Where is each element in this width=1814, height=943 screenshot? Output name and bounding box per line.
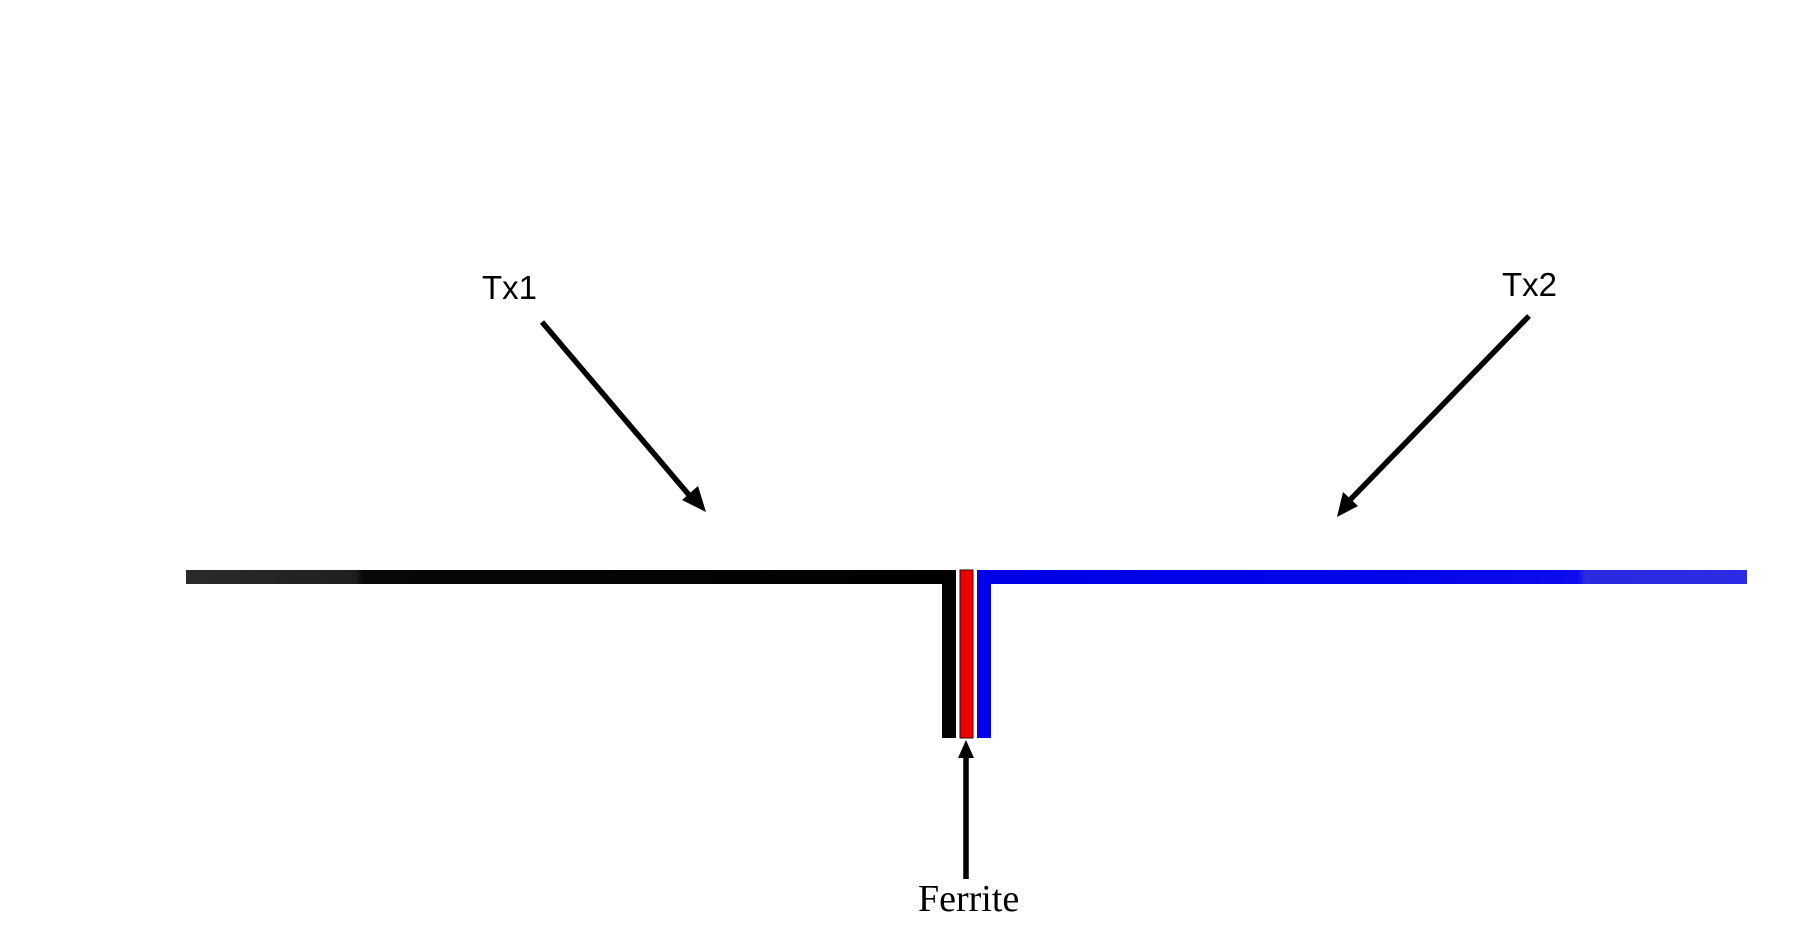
- tx1-conductor: [186, 570, 956, 738]
- ferrite-outline: [959, 569, 974, 739]
- ferrite-arrow: [958, 740, 974, 879]
- tx2-conductor: [977, 570, 1747, 738]
- tx2-vertical-leg: [977, 570, 991, 738]
- tx1-vertical-leg: [942, 570, 956, 738]
- ferrite-label: Ferrite: [918, 878, 1019, 920]
- tx2-horizontal-bar: [977, 570, 1747, 584]
- tx2-label: Tx2: [1502, 266, 1557, 303]
- tx1-label: Tx1: [482, 269, 537, 306]
- tx1-arrow-head: [682, 486, 706, 512]
- ferrite-arrow-head: [958, 740, 974, 758]
- tx2-arrow: [1337, 314, 1531, 517]
- tx2-arrow-head: [1337, 492, 1358, 517]
- tx1-arrow: [539, 320, 706, 512]
- ferrite-core: [959, 569, 974, 739]
- tx1-horizontal-bar: [186, 570, 956, 584]
- tx2-arrow-shaft: [1346, 314, 1531, 504]
- tx1-arrow-shaft: [539, 320, 698, 504]
- ferrite-bar: [960, 570, 973, 738]
